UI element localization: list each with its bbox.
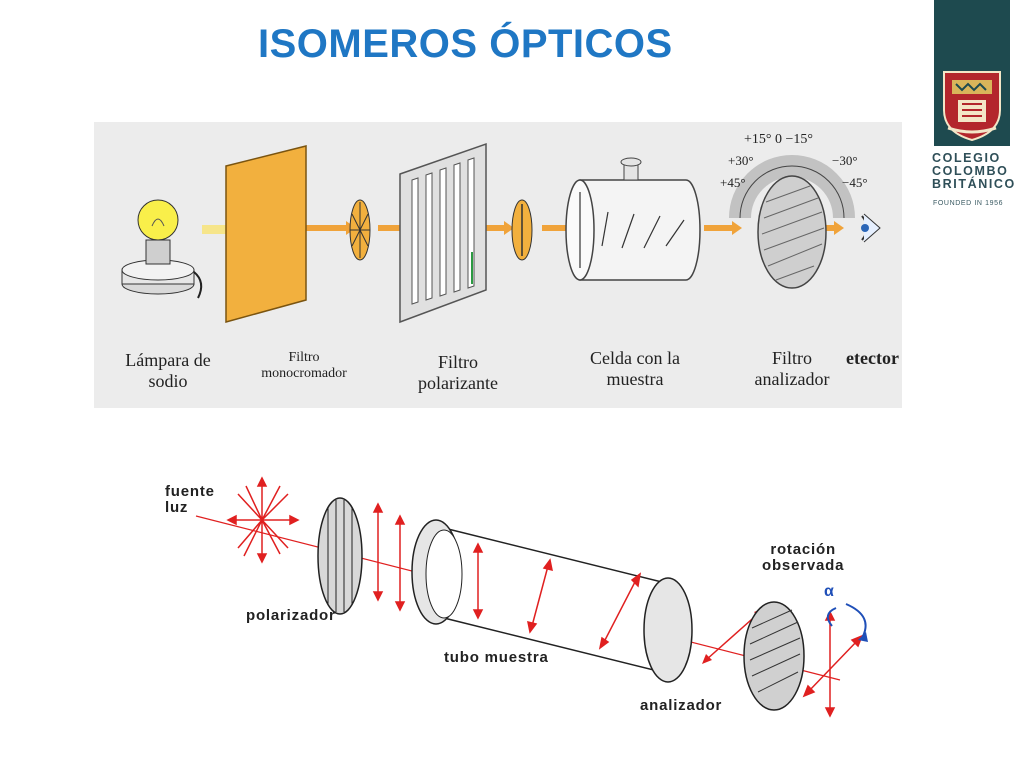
scale-mid-left: +30° bbox=[728, 153, 754, 168]
slide-title: ISOMEROS ÓPTICOS bbox=[258, 22, 673, 66]
label-light-source: fuente luz bbox=[165, 484, 215, 516]
label-sample-tube: tubo muestra bbox=[444, 649, 549, 666]
label-cell-line2: muestra bbox=[606, 368, 664, 389]
polarimeter-diagram: +15° 0 −15° +30° −30° +45° −45° Lámpara … bbox=[94, 122, 902, 408]
label-sample-cell: Celda con la muestra bbox=[578, 348, 692, 389]
analyzer-plate bbox=[702, 601, 805, 711]
label-monochromator: Filtro monocromador bbox=[244, 350, 364, 382]
polarizing-filter bbox=[399, 142, 487, 324]
label-source-line2: luz bbox=[165, 498, 189, 516]
eye-icon bbox=[861, 213, 881, 243]
brand-founded: FOUNDED IN 1956 bbox=[933, 200, 1004, 207]
analyzer-filter bbox=[729, 155, 855, 289]
light-source-icon bbox=[226, 476, 300, 564]
rotation-arc bbox=[845, 603, 867, 639]
monochromator-filter bbox=[225, 145, 307, 323]
polarizer-disc-icon bbox=[349, 199, 371, 261]
sample-cell bbox=[565, 157, 701, 281]
label-cell-line1: Celda con la bbox=[590, 348, 680, 368]
label-mono-line2: monocromador bbox=[261, 366, 347, 382]
label-analyzer-lower: analizador bbox=[640, 697, 723, 714]
rotation-arrow-head bbox=[858, 632, 868, 642]
label-polar-line1: Filtro bbox=[437, 352, 478, 372]
label-polarizing-filter: Filtro polarizante bbox=[406, 352, 510, 393]
polarimeter-drawing bbox=[121, 142, 881, 324]
label-rotation-line1: rotación bbox=[770, 541, 836, 558]
school-crest-icon bbox=[943, 71, 1001, 142]
observed-rotation-arrows bbox=[802, 610, 864, 718]
scale-low-left: +45° bbox=[720, 175, 746, 190]
label-analyzer-line1: Filtro bbox=[771, 348, 812, 368]
analyzer-disc-icon bbox=[511, 199, 533, 261]
label-lamp-line1: Lámpara de bbox=[125, 350, 211, 370]
scale-mid-right: −30° bbox=[832, 153, 858, 168]
label-alpha: α bbox=[824, 583, 835, 600]
sample-tube bbox=[411, 519, 693, 683]
label-analyzer: Filtro analizador bbox=[740, 348, 844, 389]
brand-line-3: BRITÁNICO bbox=[932, 177, 1016, 191]
label-lamp: Lámpara de sodio bbox=[108, 350, 228, 391]
label-observed-rotation: rotación observada bbox=[762, 542, 844, 574]
label-mono-line1: Filtro bbox=[288, 350, 320, 365]
scale-top: +15° 0 −15° bbox=[744, 132, 813, 147]
label-detector: etector bbox=[846, 348, 899, 368]
label-lamp-line2: sodio bbox=[148, 370, 188, 391]
label-rotation-line2: observada bbox=[762, 556, 845, 574]
label-polarizer: polarizador bbox=[246, 607, 336, 624]
scale-low-right: −45° bbox=[842, 175, 868, 190]
label-analyzer-line2: analizador bbox=[754, 368, 830, 389]
sodium-lamp-icon bbox=[121, 199, 203, 299]
brand-name: COLEGIO COLOMBO BRITÁNICO bbox=[932, 152, 1016, 191]
polarized-wave-arrows bbox=[372, 502, 406, 612]
brand-line-1: COLEGIO bbox=[932, 151, 1001, 165]
brand-line-2: COLOMBO bbox=[932, 164, 1009, 178]
rotation-arc-back bbox=[826, 607, 837, 627]
label-source-line1: fuente bbox=[165, 483, 215, 500]
polarizer-plate bbox=[317, 497, 363, 615]
label-polar-line2: polarizante bbox=[418, 372, 498, 393]
